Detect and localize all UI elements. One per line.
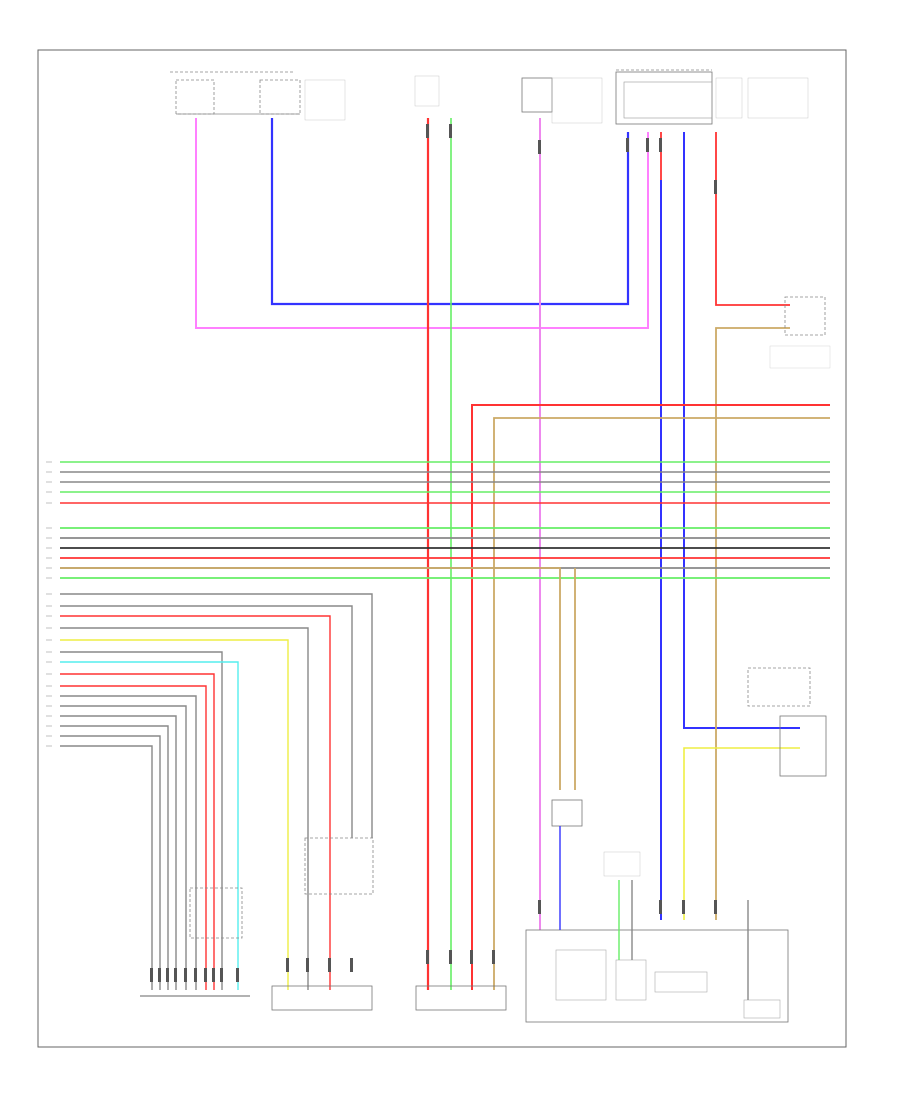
right-front-door-box [415, 985, 507, 1011]
top-right-junction-box [521, 69, 809, 125]
wire-tan-right [715, 327, 790, 920]
wire-yellow-right [683, 747, 800, 920]
combination-meter-box [525, 851, 789, 1023]
connector-right-lower-pins [779, 715, 827, 777]
connector-middle-small [551, 799, 583, 827]
wire-red-horizontal-mid [471, 404, 830, 990]
bus-upper-group [60, 461, 830, 504]
wire-tan-horizontal-mid [493, 417, 830, 990]
wire-pink-top [195, 118, 649, 329]
top-connector-middle [414, 75, 440, 107]
connector-right-upper-label [769, 345, 831, 369]
left-pin-ticks [46, 461, 52, 747]
pin-marks [150, 124, 717, 982]
diagram-frame [37, 49, 847, 1048]
wire-blue-top [270, 118, 630, 306]
meter-internal-wires [559, 826, 749, 1000]
top-left-fuse-connector [170, 71, 346, 121]
steering-lock-box [140, 887, 250, 997]
bus-branch-tan [60, 567, 576, 790]
connector-right-upper [784, 296, 826, 336]
power-mirror-box [271, 837, 374, 1011]
left-harness-wires [60, 593, 373, 990]
wire-red-right-short [715, 132, 790, 306]
wire-blue-right [660, 132, 800, 920]
connector-right-lower [747, 667, 811, 707]
bus-lower-group [60, 527, 830, 579]
